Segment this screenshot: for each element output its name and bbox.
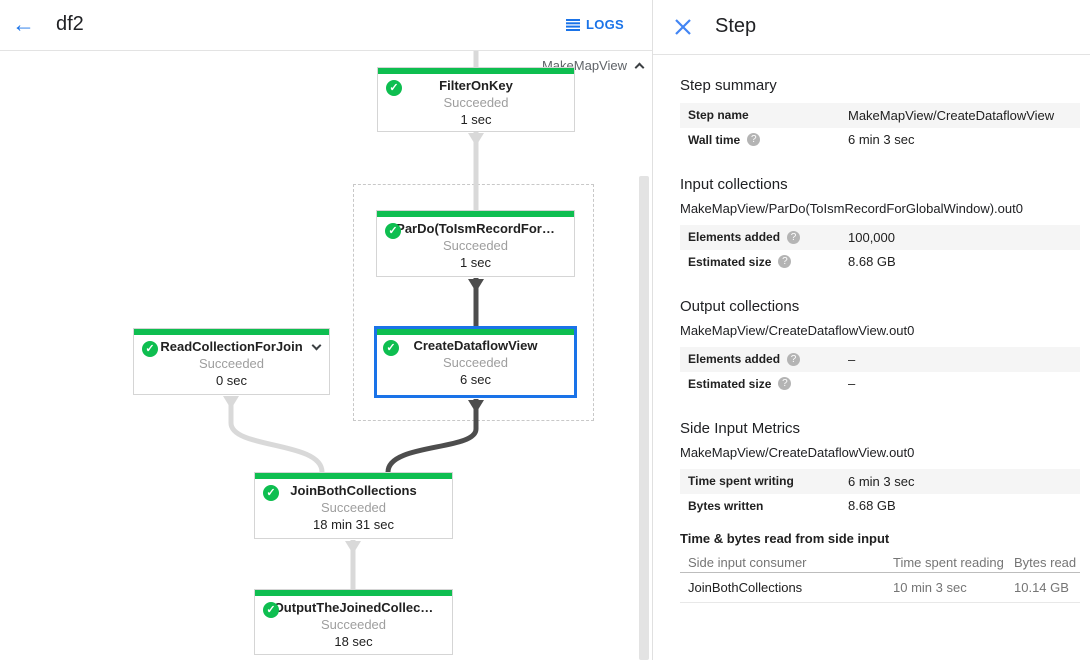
node-pardo-toismrecord[interactable]: ✓ ParDo(ToIsmRecordFor… Succeeded 1 sec — [376, 210, 575, 277]
node-outputthejoinedcollection[interactable]: ✓ OutputTheJoinedCollec… Succeeded 18 se… — [254, 589, 453, 655]
row-value: 8.68 GB — [848, 254, 896, 270]
column-header-side-input-consumer: Side input consumer — [688, 554, 807, 570]
row-estimated-size: Estimated size ? – — [680, 372, 1080, 397]
success-check-icon: ✓ — [383, 340, 399, 356]
node-readcollectionforjoin[interactable]: ✓ ReadCollectionForJoin Succeeded 0 sec — [133, 328, 330, 395]
success-check-icon: ✓ — [142, 341, 158, 357]
row-label: Elements added — [688, 230, 781, 245]
row-elements-added: Elements added ? 100,000 — [680, 225, 1080, 250]
close-icon[interactable] — [674, 18, 692, 36]
job-title: df2 — [56, 13, 84, 35]
row-value: – — [848, 376, 856, 392]
row-value: 6 min 3 sec — [848, 132, 915, 148]
logs-button[interactable]: LOGS — [565, 17, 624, 32]
step-details-panel: Step Step summary Step name MakeMapView/… — [653, 0, 1090, 660]
success-check-icon: ✓ — [263, 485, 279, 501]
node-joinbothcollections[interactable]: ✓ JoinBothCollections Succeeded 18 min 3… — [254, 472, 453, 539]
row-label: Elements added — [688, 352, 781, 367]
row-elements-added: Elements added ? – — [680, 347, 1080, 372]
section-heading-output-collections: Output collections — [680, 298, 800, 315]
back-arrow-icon[interactable]: ← — [12, 11, 35, 37]
column-header-time-spent-reading: Time spent reading — [893, 554, 1004, 570]
row-label: Wall time — [688, 132, 741, 147]
cell-side-input-consumer: JoinBothCollections — [688, 580, 803, 595]
node-time: 0 sec — [215, 373, 248, 388]
section-heading-step-summary: Step summary — [680, 77, 777, 94]
row-value: 100,000 — [848, 229, 895, 245]
node-status-bar — [378, 68, 574, 74]
node-title: ReadCollectionForJoin — [160, 339, 303, 354]
row-wall-time: Wall time ? 6 min 3 sec — [680, 128, 1080, 153]
row-value: – — [848, 351, 856, 367]
node-status-bar — [134, 329, 329, 335]
help-icon[interactable]: ? — [778, 255, 792, 269]
cell-time-spent-reading: 10 min 3 sec — [893, 580, 967, 595]
input-collection-name: MakeMapView/ParDo(ToIsmRecordForGlobalWi… — [680, 201, 1023, 216]
section-heading-input-collections: Input collections — [680, 176, 788, 193]
help-icon[interactable]: ? — [747, 133, 761, 147]
node-status-bar — [377, 329, 574, 335]
node-time: 18 sec — [334, 634, 373, 649]
node-title: JoinBothCollections — [290, 483, 417, 498]
row-label: Estimated size — [688, 254, 772, 269]
row-bytes-written: Bytes written 8.68 GB — [680, 494, 1080, 519]
output-collection-name: MakeMapView/CreateDataflowView.out0 — [680, 323, 915, 338]
help-icon[interactable]: ? — [787, 230, 801, 244]
node-createdataflowview-selected[interactable]: ✓ CreateDataflowView Succeeded 6 sec — [374, 326, 577, 398]
step-panel-body: Step summary Step name MakeMapView/Creat… — [653, 77, 1090, 603]
node-status: Succeeded — [443, 95, 509, 110]
node-status: Succeeded — [320, 500, 387, 515]
row-label: Time spent writing — [688, 474, 794, 489]
row-value: MakeMapView/CreateDataflowView — [848, 107, 1055, 123]
success-check-icon: ✓ — [263, 602, 279, 618]
top-bar: ← df2 LOGS — [0, 0, 652, 51]
column-header-bytes-read: Bytes read — [1014, 554, 1077, 570]
node-status: Succeeded — [442, 238, 509, 253]
side-input-collection-name: MakeMapView/CreateDataflowView.out0 — [680, 445, 915, 460]
side-input-table-heading: Time & bytes read from side input — [680, 531, 890, 546]
node-title: OutputTheJoinedCollec… — [273, 600, 434, 615]
row-step-name: Step name MakeMapView/CreateDataflowView — [680, 103, 1080, 128]
node-status: Succeeded — [442, 355, 509, 370]
node-title: CreateDataflowView — [413, 338, 538, 353]
node-time: 18 min 31 sec — [313, 517, 394, 532]
row-time-spent-writing: Time spent writing 6 min 3 sec — [680, 469, 1080, 494]
row-label: Estimated size — [688, 376, 772, 391]
graph-scrollbar-thumb[interactable] — [639, 176, 649, 660]
node-time: 1 sec — [460, 112, 492, 127]
row-estimated-size: Estimated size ? 8.68 GB — [680, 250, 1080, 275]
side-input-table-row: JoinBothCollections 10 min 3 sec 10.14 G… — [680, 573, 1080, 603]
node-time: 1 sec — [459, 255, 492, 270]
help-icon[interactable]: ? — [787, 352, 801, 366]
node-status-bar — [377, 211, 574, 217]
job-graph-canvas[interactable]: MakeMapView ✓ FilterOnKey Succeeded 1 se… — [0, 51, 652, 660]
help-icon[interactable]: ? — [778, 377, 792, 391]
logs-button-label: LOGS — [585, 17, 624, 32]
node-status-bar — [255, 473, 452, 479]
node-filteronkey[interactable]: ✓ FilterOnKey Succeeded 1 sec — [377, 67, 575, 132]
row-value: 8.68 GB — [848, 498, 896, 514]
panel-divider — [652, 0, 653, 660]
row-label: Bytes written — [688, 498, 764, 513]
row-label: Step name — [688, 108, 749, 123]
node-time: 6 sec — [459, 372, 492, 387]
collapse-chevron-icon — [634, 62, 645, 73]
node-title: FilterOnKey — [439, 78, 513, 93]
cell-bytes-read: 10.14 GB — [1014, 580, 1069, 595]
success-check-icon: ✓ — [385, 223, 401, 239]
step-panel-header: Step — [653, 0, 1090, 55]
success-check-icon: ✓ — [386, 80, 402, 96]
panel-title: Step — [715, 15, 757, 37]
side-input-table-header-row: Side input consumer Time spent reading B… — [680, 552, 1080, 573]
section-heading-side-input-metrics: Side Input Metrics — [680, 420, 801, 437]
node-status-bar — [255, 590, 452, 596]
node-status: Succeeded — [320, 617, 387, 632]
node-title: ParDo(ToIsmRecordFor… — [396, 221, 555, 236]
node-status: Succeeded — [198, 356, 265, 371]
row-value: 6 min 3 sec — [848, 473, 915, 489]
logs-list-icon — [565, 18, 580, 31]
graph-edges — [223, 51, 484, 589]
